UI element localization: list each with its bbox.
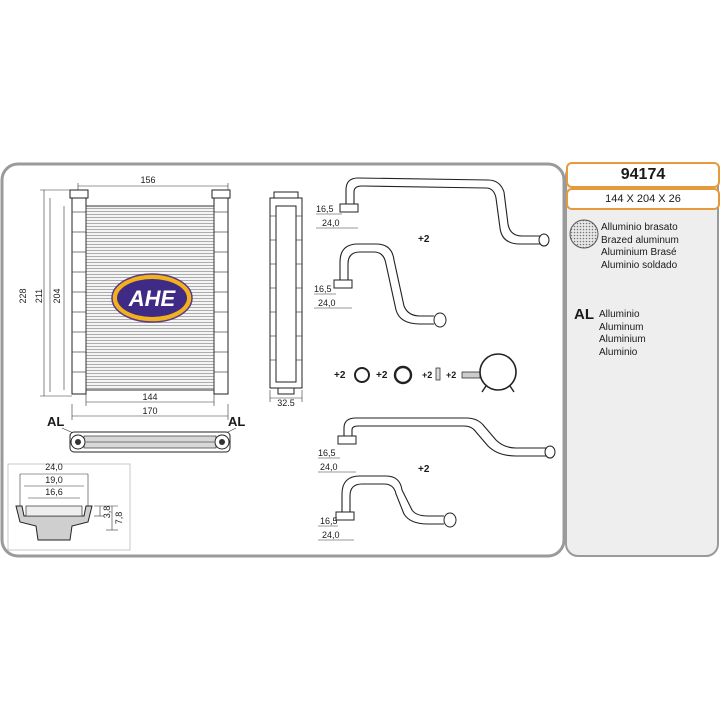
- profile-h1: 3,8: [102, 506, 112, 519]
- hose-clamp: [479, 353, 517, 391]
- side-view: 32.5: [269, 191, 303, 408]
- material-aluminum-en: Aluminum: [599, 321, 644, 333]
- pipe3-d1: 16,5: [318, 448, 336, 458]
- pipe1-d1: 16,5: [316, 204, 334, 214]
- clip: [461, 371, 481, 379]
- screw: [435, 367, 441, 381]
- profile-section: 24,0 19,0 16,6 3,8 7,8: [7, 462, 131, 551]
- dim-width-core: 144: [142, 392, 157, 402]
- accessories-row: +2 +2 +2 +2: [334, 353, 517, 393]
- profile-w1: 24,0: [45, 462, 63, 472]
- profile-w3: 16,6: [45, 487, 63, 497]
- tank-top-view: AL AL: [47, 414, 245, 453]
- material-aluminum-es: Aluminio: [599, 346, 638, 358]
- product-size: 144 X 204 X 26: [566, 188, 720, 210]
- pipe4-d2: 24,0: [322, 530, 340, 540]
- pipe2-qty: +2: [418, 234, 430, 245]
- material-al-symbol: AL: [574, 306, 594, 323]
- acc-qty-3: +2: [422, 370, 432, 380]
- dim-depth: 32.5: [277, 398, 295, 408]
- material-brazed-en: Brazed aluminum: [601, 234, 679, 246]
- pipe-3: 16,5 24,0: [318, 417, 556, 473]
- material-aluminum-list: Alluminio Aluminum Aluminium Aluminio: [599, 309, 646, 359]
- pipe-1: 16,5 24,0: [316, 177, 550, 247]
- profile-w2: 19,0: [45, 475, 63, 485]
- material-aluminum-fr: Aluminium: [599, 334, 646, 345]
- dim-width-total: 170: [142, 406, 157, 416]
- material-brazed-list: Alluminio brasato Brazed aluminum Alumin…: [601, 222, 679, 272]
- right-tank: [213, 195, 229, 395]
- material-brazed-es: Aluminio soldado: [601, 259, 678, 271]
- pipe3-d2: 24,0: [320, 462, 338, 472]
- dim-height-core: 204: [52, 288, 62, 303]
- material-brazed-it: Alluminio brasato: [601, 222, 678, 233]
- tank-label-right: AL: [228, 414, 245, 429]
- o-ring-large: [393, 365, 413, 385]
- brazed-aluminum-swatch: [569, 219, 599, 249]
- pipe-2: 16,5 24,0 +2: [314, 234, 447, 328]
- acc-qty-4: +2: [446, 370, 456, 380]
- product-code: 94174: [566, 162, 720, 188]
- front-view: 156 AHE 228: [18, 175, 231, 420]
- pipe4-d1: 16,5: [320, 516, 338, 526]
- o-ring-small: [354, 367, 370, 383]
- pipe2-d2: 24,0: [318, 298, 336, 308]
- material-aluminum-it: Alluminio: [599, 309, 640, 320]
- logo-text: AHE: [128, 286, 177, 311]
- pipe1-d2: 24,0: [322, 218, 340, 228]
- acc-qty-2: +2: [376, 370, 388, 381]
- pipe4-qty: +2: [418, 464, 430, 475]
- dim-width-top: 156: [140, 175, 155, 185]
- dim-height-outer: 228: [18, 288, 28, 303]
- tank-label-left: AL: [47, 414, 64, 429]
- profile-h2: 7,8: [114, 512, 124, 525]
- left-tank: [71, 195, 87, 395]
- pipe2-d1: 16,5: [314, 284, 332, 294]
- acc-qty-1: +2: [334, 370, 346, 381]
- ahe-logo: AHE: [111, 273, 193, 323]
- dim-height-mid: 211: [34, 289, 44, 303]
- pipe-4: 16,5 24,0 +2: [318, 464, 457, 541]
- material-brazed-fr: Aluminium Brasé: [601, 247, 677, 258]
